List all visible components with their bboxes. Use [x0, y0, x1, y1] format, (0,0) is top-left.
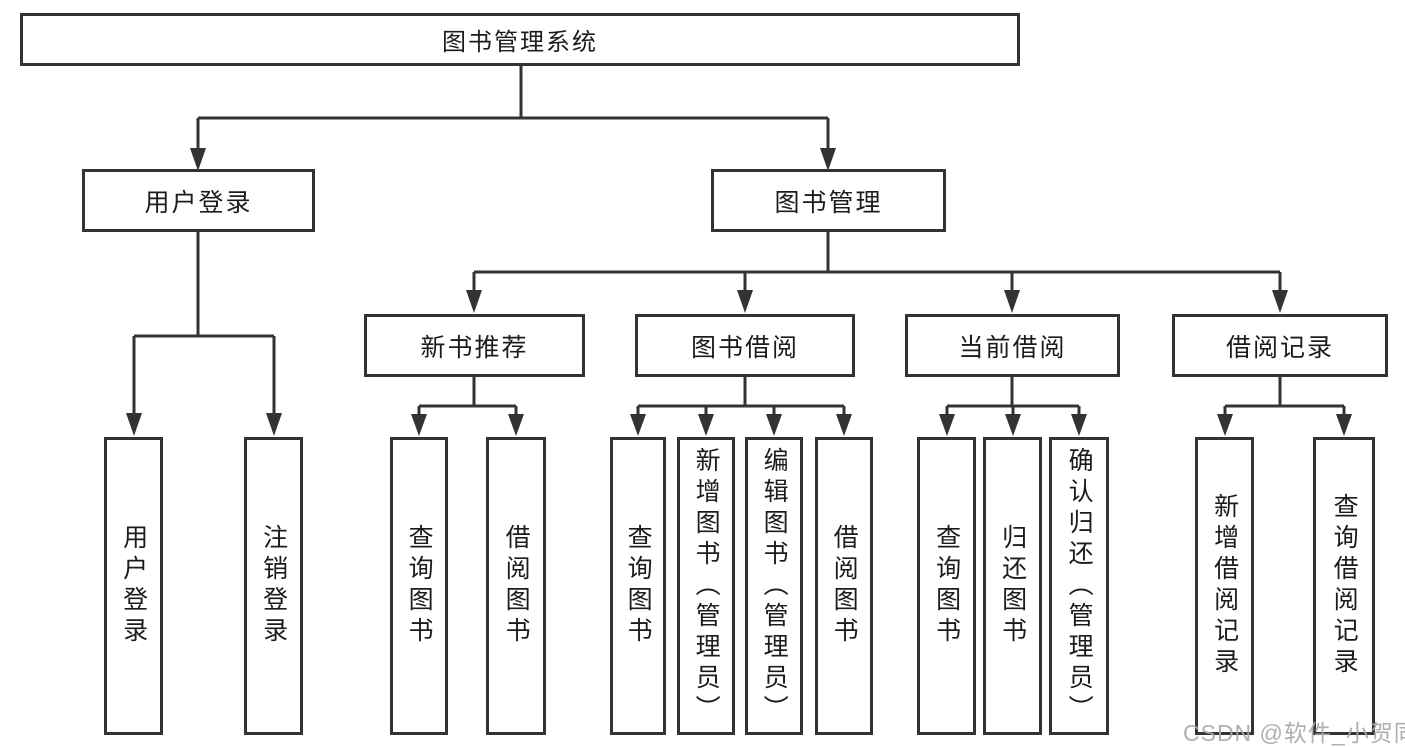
leaf-query-borrow-record: 查询借阅记录	[1313, 437, 1375, 735]
leaf-borrow-book: 借阅图书	[815, 437, 873, 735]
node-current-borrow: 当前借阅	[905, 314, 1120, 377]
arrowheads	[126, 148, 1352, 436]
leaf-query-book-recommend: 查询图书	[390, 437, 448, 735]
leaf-add-book-admin: 新增图书（管理员）	[677, 437, 735, 735]
leaf-edit-book-admin: 编辑图书（管理员）	[745, 437, 803, 735]
leaf-add-borrow-record: 新增借阅记录	[1195, 437, 1254, 735]
node-borrow-record: 借阅记录	[1172, 314, 1388, 377]
leaf-borrow-book-recommend: 借阅图书	[486, 437, 546, 735]
leaf-logout: 注销登录	[244, 437, 303, 735]
node-new-book-recommend: 新书推荐	[364, 314, 585, 377]
node-root-system: 图书管理系统	[20, 13, 1020, 66]
leaf-query-book-borrow: 查询图书	[610, 437, 666, 735]
leaf-confirm-return-admin: 确认归还（管理员）	[1049, 437, 1109, 735]
node-book-management: 图书管理	[711, 169, 946, 232]
node-book-borrow: 图书借阅	[635, 314, 855, 377]
leaf-user-login: 用户登录	[104, 437, 163, 735]
watermark: CSDN @软件_小贺同学	[1183, 720, 1405, 746]
node-user-login: 用户登录	[82, 169, 315, 232]
leaf-return-book: 归还图书	[983, 437, 1042, 735]
leaf-query-book-current: 查询图书	[917, 437, 976, 735]
